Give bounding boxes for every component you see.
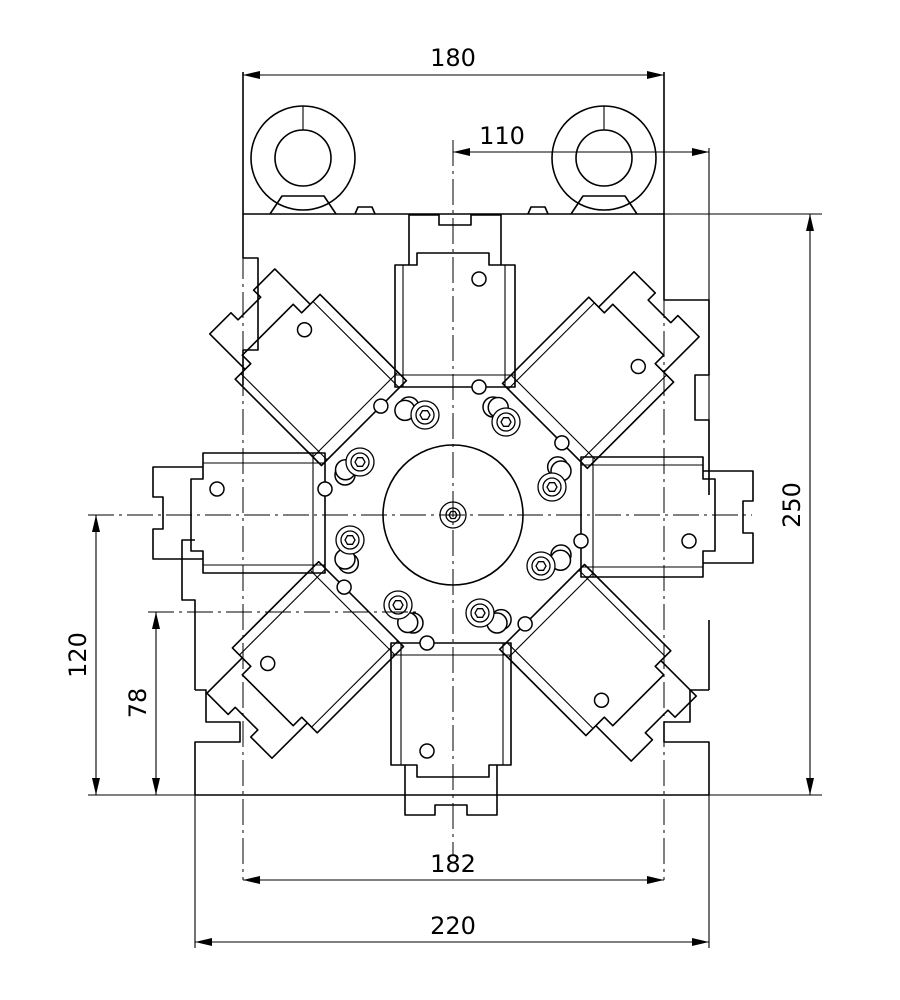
dimension-label-182: 182	[430, 850, 476, 878]
center-lines	[88, 140, 752, 880]
dimension-120: 120	[64, 515, 195, 796]
dimension-label-78: 78	[124, 688, 152, 719]
lifting-eye-right	[527, 105, 657, 215]
dimension-label-220: 220	[430, 912, 476, 940]
dimension-label-120: 120	[64, 632, 92, 678]
dimension-label-110: 110	[479, 122, 525, 150]
turret-body	[181, 72, 710, 796]
dimension-label-250: 250	[778, 482, 806, 528]
dimension-180: 180	[243, 44, 664, 79]
dimension-110: 110	[453, 122, 710, 495]
dimension-label-180: 180	[430, 44, 476, 72]
lifting-eye-left	[250, 105, 376, 215]
dimension-250: 250	[664, 213, 822, 796]
dimension-182: 182	[243, 850, 664, 884]
dimension-78: 78	[124, 612, 160, 795]
dimension-220: 220	[194, 795, 710, 948]
